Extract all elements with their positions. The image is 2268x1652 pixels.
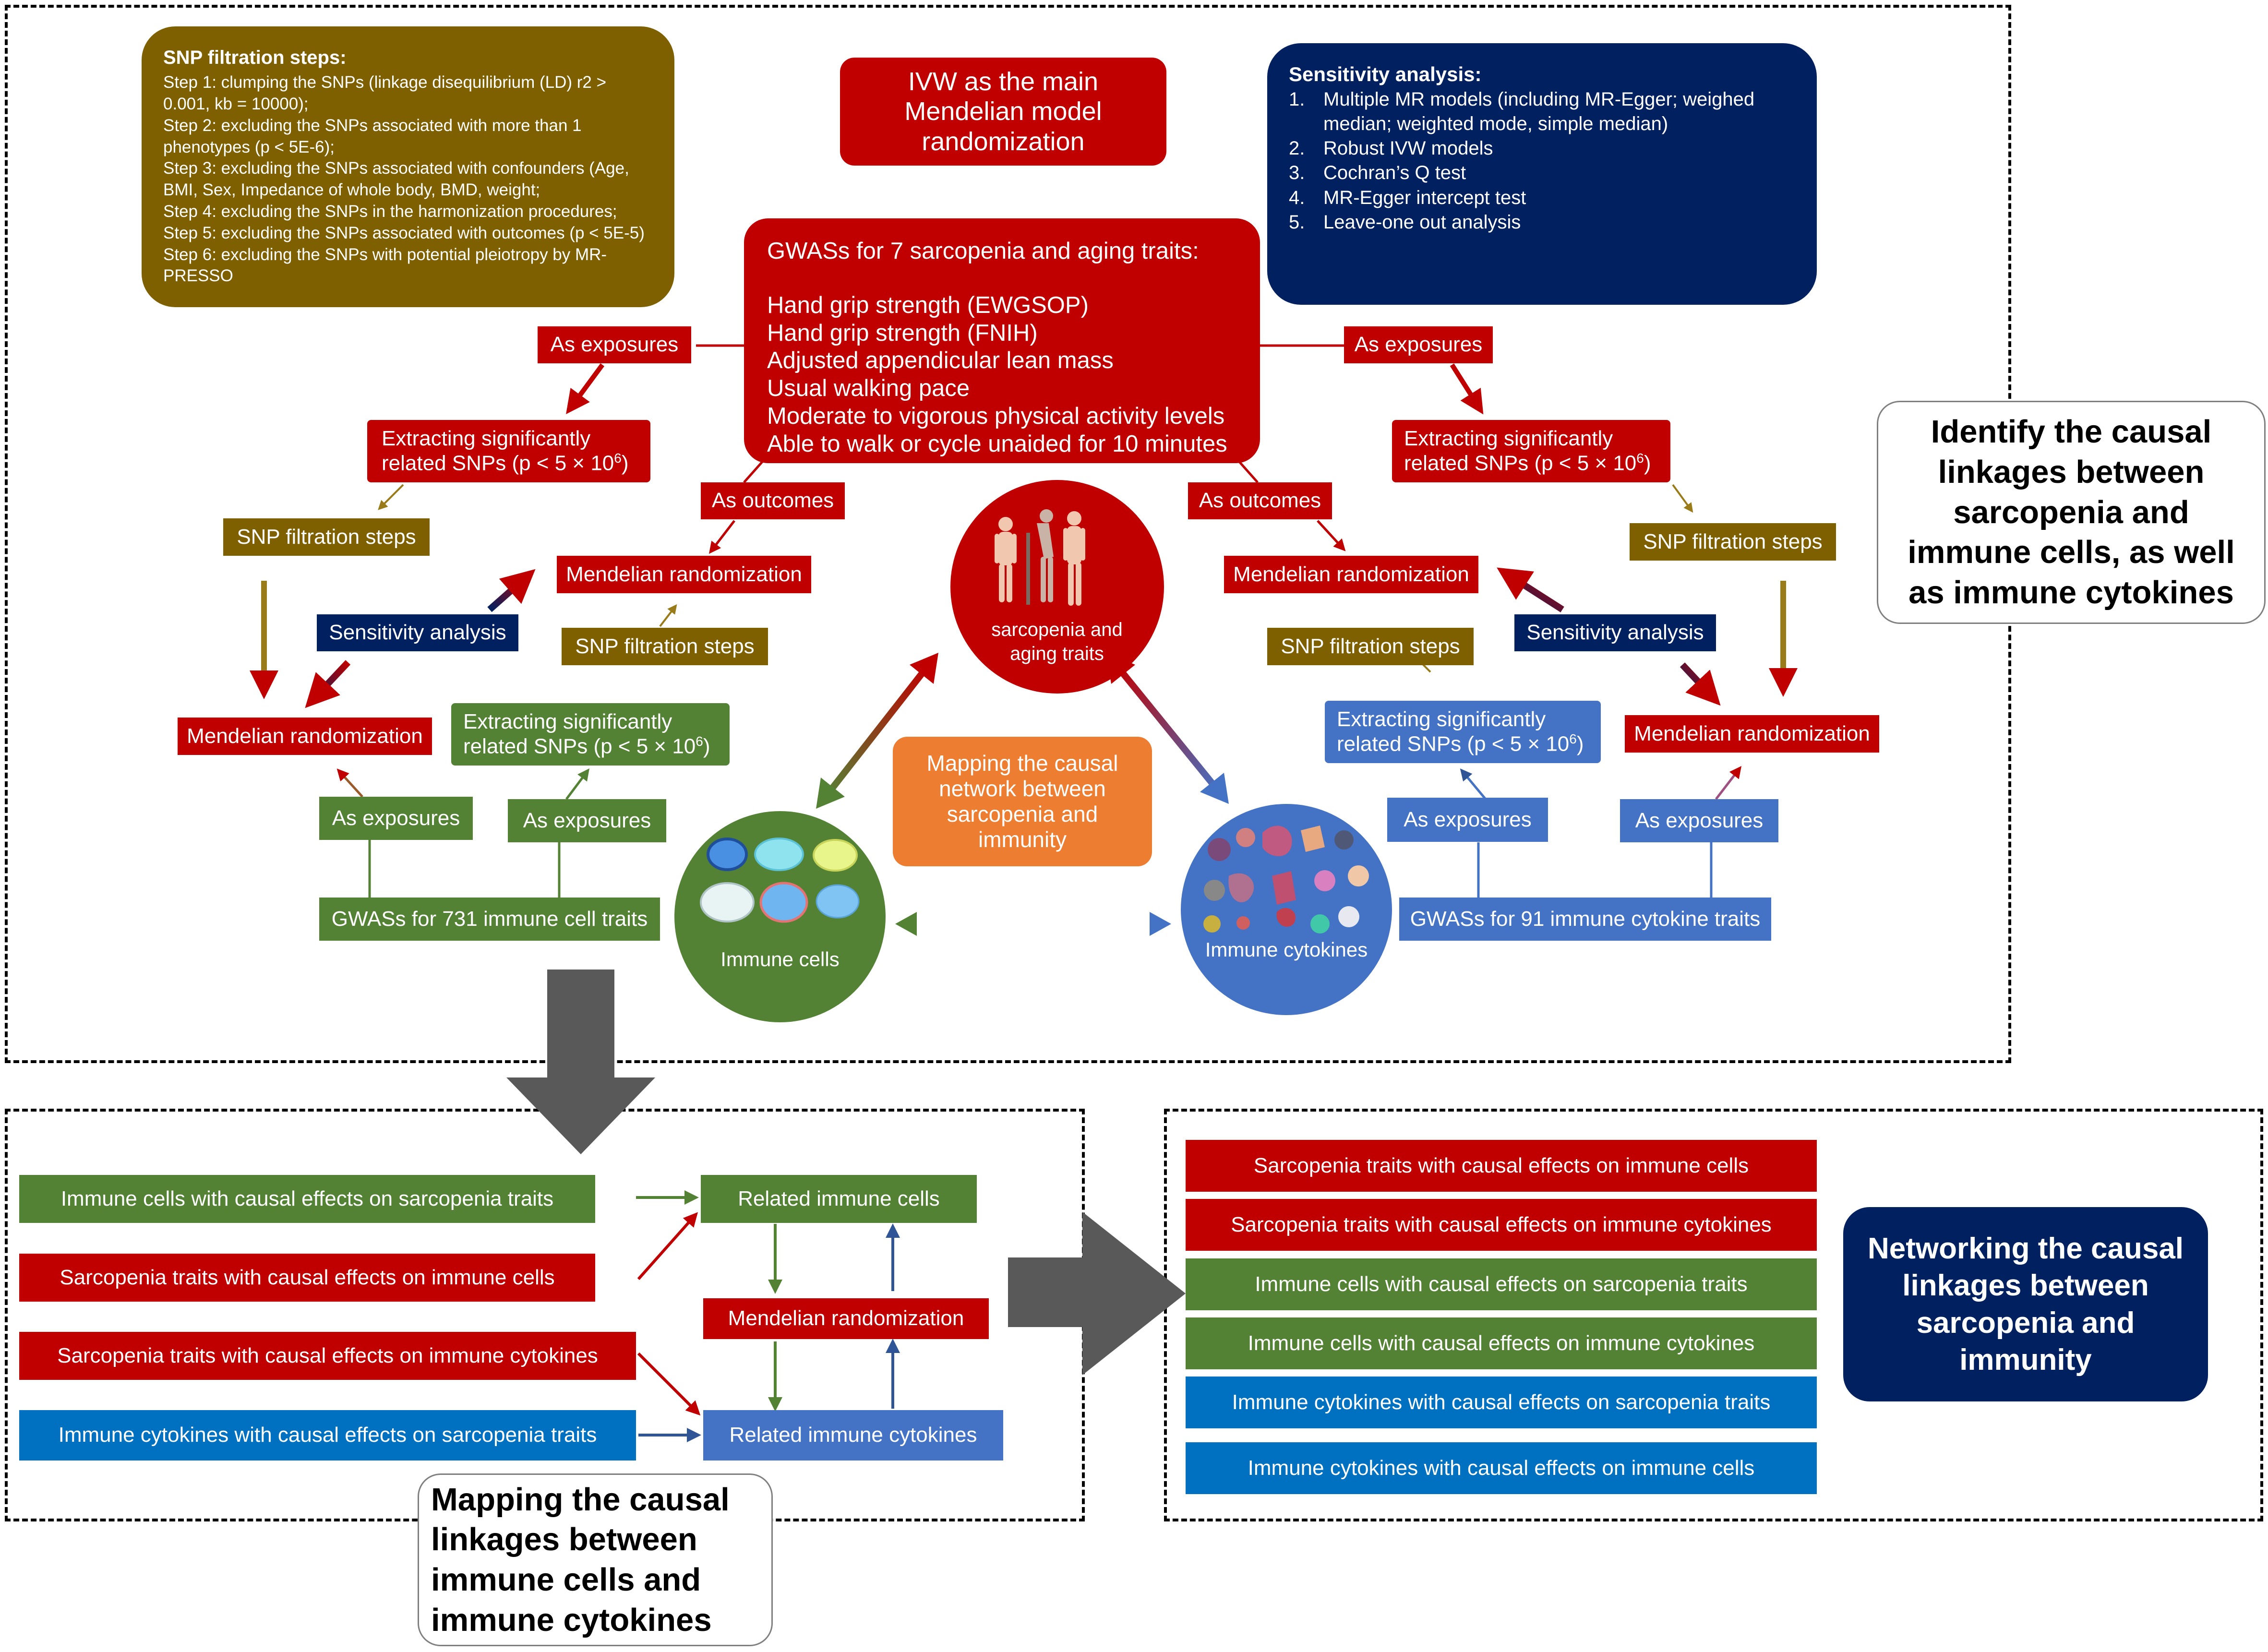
- gwas-trait: Hand grip strength (FNIH): [767, 320, 1038, 346]
- gwas-immune-cells-box: GWASs for 731 immune cell traits: [319, 898, 660, 941]
- gwas-sarcopenia-title: GWASs for 7 sarcopenia and aging traits:: [767, 238, 1199, 264]
- snp-step-2: Step 2: excluding the SNPs associated wi…: [163, 116, 582, 156]
- mendelian-randomization-bottom: Mendelian randomization: [703, 1298, 989, 1339]
- sarcopenia-circle-line1: sarcopenia and: [991, 619, 1123, 640]
- gwas-sarcopenia-box: GWASs for 7 sarcopenia and aging traits:…: [744, 218, 1260, 463]
- sensitivity-analysis-panel: Sensitivity analysis: 1.Multiple MR mode…: [1267, 43, 1817, 305]
- bl-row-sarcopenia-on-cells: Sarcopenia traits with causal effects on…: [19, 1254, 595, 1302]
- sensitivity-analysis-left: Sensitivity analysis: [317, 614, 518, 651]
- snp-filtration-left-inner: SNP filtration steps: [562, 628, 768, 665]
- related-immune-cytokines-box: Related immune cytokines: [703, 1410, 1003, 1460]
- br-row-cytokines-on-sarcopenia: Immune cytokines with causal effects on …: [1186, 1377, 1817, 1428]
- sensitivity-item: 5.Leave-one out analysis: [1289, 211, 1521, 233]
- as-exposures-left-green-2: As exposures: [508, 799, 666, 842]
- sensitivity-item: 2.Robust IVW models: [1289, 138, 1493, 159]
- snp-filtration-left-outer: SNP filtration steps: [223, 518, 430, 556]
- sensitivity-panel-title: Sensitivity analysis:: [1289, 63, 1482, 85]
- extracting-snps-right-red: Extracting significantly related SNPs (p…: [1392, 420, 1670, 482]
- snp-filtration-panel: SNP filtration steps: Step 1: clumping t…: [142, 26, 674, 307]
- ivw-main-box: IVW as the main Mendelian model randomiz…: [840, 58, 1166, 166]
- extracting-snps-left-green: Extracting significantly related SNPs (p…: [451, 703, 730, 766]
- snp-step-3: Step 3: excluding the SNPs associated wi…: [163, 159, 629, 200]
- as-exposures-left-red: As exposures: [538, 326, 691, 363]
- gwas-trait: Able to walk or cycle unaided for 10 min…: [767, 431, 1227, 457]
- br-row-cells-on-sarcopenia: Immune cells with causal effects on sarc…: [1186, 1258, 1817, 1310]
- br-row-cells-on-cytokines: Immune cells with causal effects on immu…: [1186, 1317, 1817, 1369]
- mapping-immune-linkages-title: Mapping the causal linkages between immu…: [418, 1473, 773, 1646]
- snp-filtration-right-inner: SNP filtration steps: [1267, 628, 1474, 665]
- immune-cells-circle: Immune cells: [674, 811, 886, 1022]
- sensitivity-analysis-right: Sensitivity analysis: [1514, 614, 1716, 651]
- human-figures-icon: sarcopenia and aging traits: [991, 509, 1123, 664]
- mapping-network-box: Mapping the causal network between sarco…: [893, 737, 1152, 866]
- snp-filtration-right-outer: SNP filtration steps: [1630, 523, 1836, 561]
- br-row-cytokines-on-cells: Immune cytokines with causal effects on …: [1186, 1442, 1817, 1494]
- related-immune-cells-box: Related immune cells: [701, 1175, 977, 1223]
- sensitivity-item: 1.Multiple MR models (including MR-Egger…: [1289, 88, 1755, 134]
- extracting-snps-right-blue: Extracting significantly related SNPs (p…: [1325, 701, 1601, 763]
- gwas-trait: Adjusted appendicular lean mass: [767, 347, 1114, 374]
- as-exposures-right-red: As exposures: [1344, 326, 1493, 363]
- snp-step-1: Step 1: clumping the SNPs (linkage diseq…: [163, 73, 607, 113]
- as-exposures-right-blue-2: As exposures: [1620, 799, 1778, 842]
- immune-cytokines-circle: Immune cytokines: [1181, 804, 1392, 1015]
- as-exposures-left-green-1: As exposures: [319, 797, 473, 840]
- bottom-right-frame: [1164, 1109, 2263, 1521]
- snp-step-5: Step 5: excluding the SNPs associated wi…: [163, 223, 645, 242]
- snp-step-4: Step 4: excluding the SNPs in the harmon…: [163, 202, 617, 221]
- as-outcomes-right: As outcomes: [1188, 482, 1332, 519]
- sarcopenia-circle-line2: aging traits: [1010, 643, 1104, 664]
- br-row-sarcopenia-on-cytokines: Sarcopenia traits with causal effects on…: [1186, 1199, 1817, 1251]
- mendelian-randomization-right-lower: Mendelian randomization: [1625, 715, 1879, 753]
- gwas-cytokines-box: GWASs for 91 immune cytokine traits: [1399, 898, 1771, 941]
- sensitivity-list: 1.Multiple MR models (including MR-Egger…: [1289, 87, 1795, 235]
- mendelian-randomization-left-upper: Mendelian randomization: [557, 556, 811, 593]
- networking-causal-linkages-title: Networking the causal linkages between s…: [1843, 1207, 2208, 1401]
- as-outcomes-left: As outcomes: [701, 482, 845, 519]
- extracting-snps-left-red: Extracting significantly related SNPs (p…: [367, 420, 650, 482]
- identify-causal-linkages-title: Identify the causal linkages between sar…: [1877, 401, 2266, 624]
- mendelian-randomization-left-lower: Mendelian randomization: [178, 718, 432, 755]
- br-row-sarcopenia-on-cells: Sarcopenia traits with causal effects on…: [1186, 1140, 1817, 1192]
- gwas-trait: Hand grip strength (EWGSOP): [767, 292, 1089, 318]
- bl-row-cytokines-on-sarcopenia: Immune cytokines with causal effects on …: [19, 1410, 636, 1460]
- gwas-trait: Usual walking pace: [767, 375, 970, 402]
- sensitivity-item: 4.MR-Egger intercept test: [1289, 187, 1526, 208]
- immune-cytokines-label: Immune cytokines: [1205, 938, 1368, 961]
- immune-cells-icon: [700, 838, 860, 923]
- sarcopenia-aging-circle: sarcopenia and aging traits: [950, 480, 1164, 694]
- immune-cytokines-icon: [1203, 826, 1369, 934]
- as-exposures-right-blue-1: As exposures: [1387, 798, 1548, 842]
- snp-step-6: Step 6: excluding the SNPs with potentia…: [163, 245, 607, 286]
- mendelian-randomization-right-upper: Mendelian randomization: [1224, 556, 1478, 593]
- bl-row-cells-on-sarcopenia: Immune cells with causal effects on sarc…: [19, 1175, 595, 1223]
- gwas-trait: Moderate to vigorous physical activity l…: [767, 403, 1225, 430]
- immune-cells-label: Immune cells: [720, 948, 840, 970]
- snp-panel-title: SNP filtration steps:: [163, 47, 347, 68]
- ivw-main-text: IVW as the main Mendelian model randomiz…: [904, 67, 1102, 156]
- sensitivity-item: 3.Cochran’s Q test: [1289, 162, 1466, 184]
- bl-row-sarcopenia-on-cytokines: Sarcopenia traits with causal effects on…: [19, 1332, 636, 1380]
